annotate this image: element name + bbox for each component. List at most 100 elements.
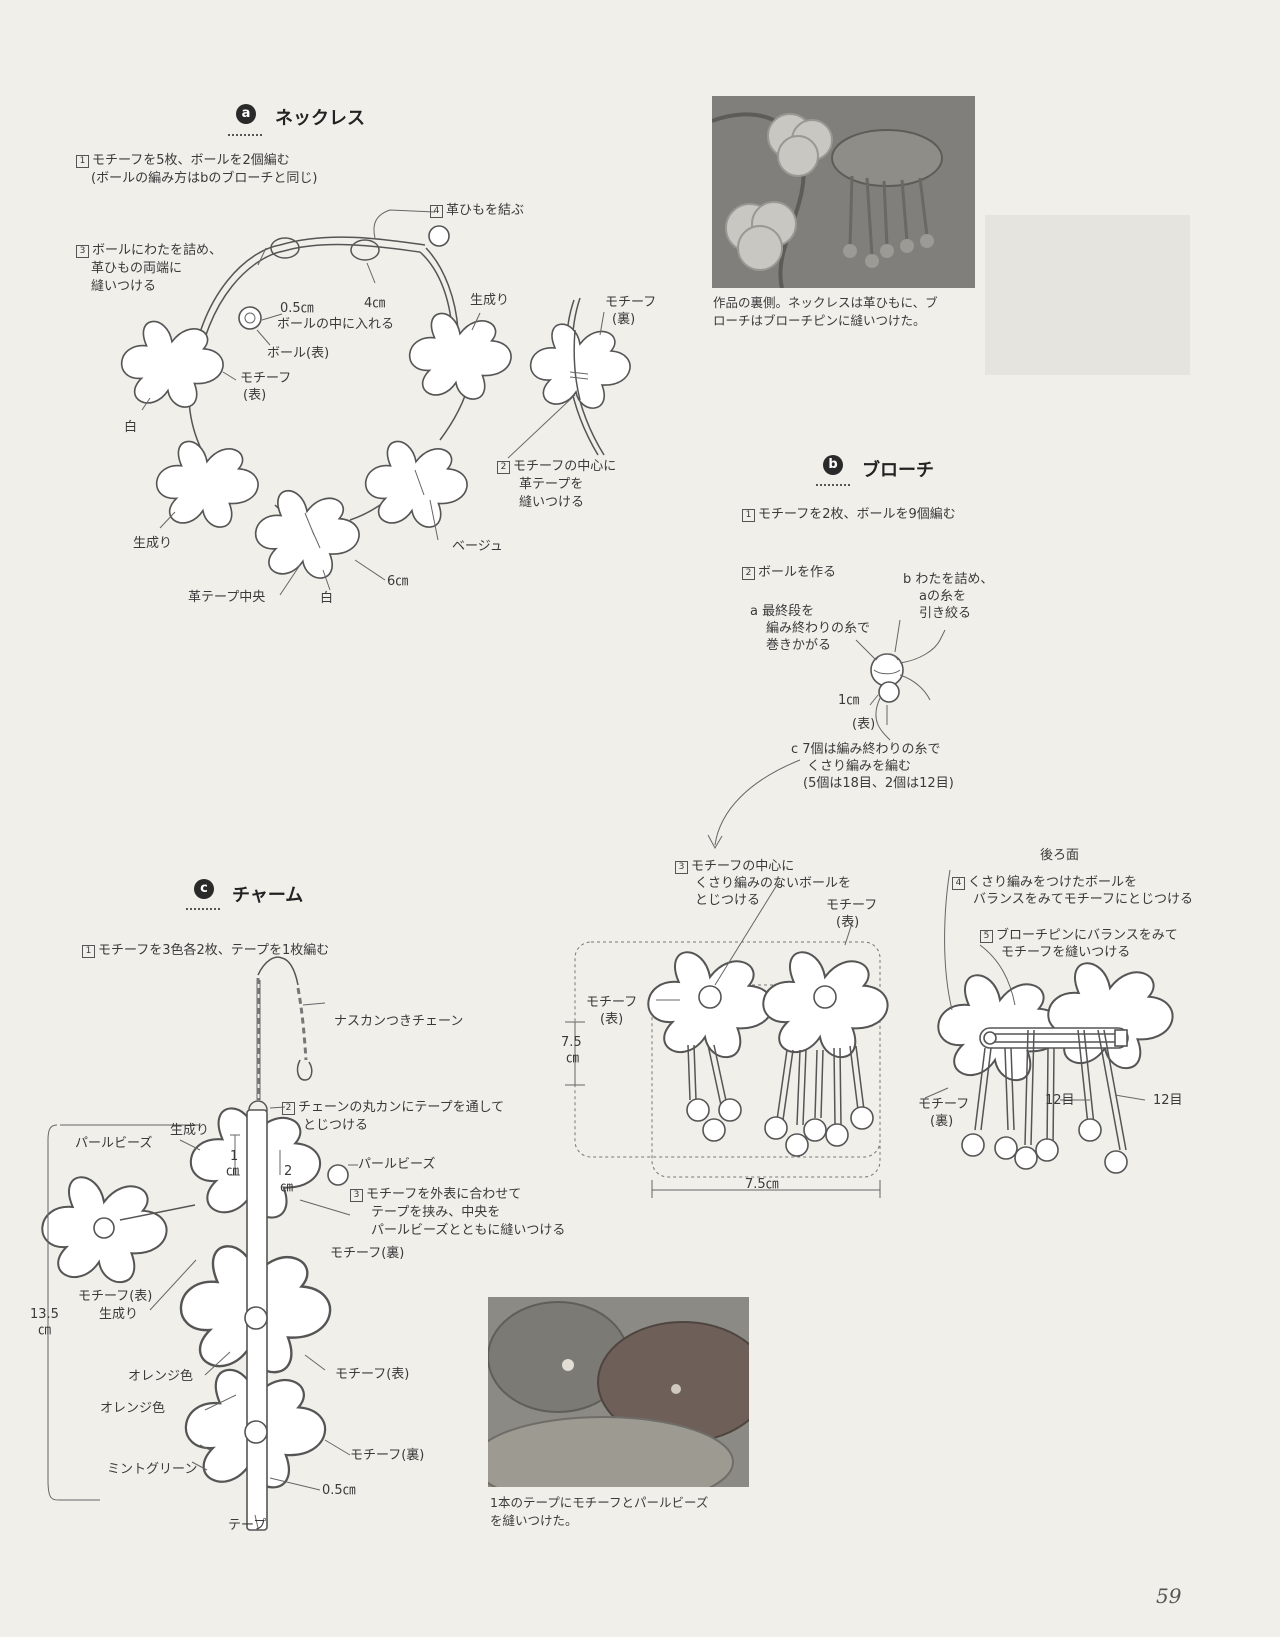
brooch-dim-75h: 7.5㎝ — [745, 1177, 779, 1192]
charm-badge: c — [194, 879, 214, 899]
necklace-step2-line2: 革テープを — [519, 477, 584, 492]
necklace-leather-center: 革テープ中央 — [188, 590, 266, 605]
brooch-note-a-1: a 最終段を — [750, 604, 815, 619]
necklace-ball-label: ボール(表) — [267, 346, 330, 361]
brooch-note-c-2: くさり編みを編む — [807, 759, 912, 774]
brooch-title-underline — [816, 484, 850, 486]
step-number: 4 — [952, 877, 965, 890]
step-number: 1 — [82, 945, 95, 958]
brooch-step5-line1: ブローチピンにバランスをみて — [996, 928, 1178, 943]
charm-dim-2-b: ㎝ — [280, 1180, 294, 1195]
step-number: 3 — [675, 861, 688, 874]
necklace-title-underline — [228, 134, 262, 136]
charm-step1-text: モチーフを3色各2枚、テープを1枚編む — [98, 943, 330, 958]
brooch-note-a-2: 編み終わりの糸で — [766, 621, 871, 636]
charm-tape: テープ — [228, 1518, 267, 1533]
charm-pearl-left: パールビーズ — [75, 1136, 153, 1151]
charm-step2-line1: チェーンの丸カンにテープを通して — [298, 1100, 505, 1115]
brooch-step3-line1: モチーフの中心に — [691, 859, 795, 874]
brooch-motif-left-1: モチーフ — [586, 995, 638, 1010]
charm-step3-line3: パールビーズとともに縫いつける — [371, 1223, 566, 1238]
step-number: 2 — [742, 567, 755, 580]
brooch-step4-line2: バランスをみてモチーフにとじつける — [973, 892, 1193, 907]
brooch-motif-back-1: モチーフ — [918, 1097, 970, 1112]
charm-orange-1: オレンジ色 — [128, 1369, 194, 1384]
brooch-front-diagram — [565, 941, 889, 1198]
brooch-dim-75v-1: 7.5 — [561, 1035, 582, 1050]
step-number: 3 — [76, 245, 89, 258]
charm-step3-line2: テープを挟み、中央を — [371, 1205, 501, 1220]
brooch-badge: b — [823, 455, 843, 475]
necklace-diagram — [120, 225, 512, 579]
charm-chain: ナスカンつきチェーン — [334, 1014, 464, 1029]
brooch-note-b-2: aの糸を — [919, 589, 966, 604]
photo1-caption-2: ローチはブローチピンに縫いつけた。 — [713, 313, 926, 328]
charm-motif-back-2: モチーフ(裏) — [350, 1448, 425, 1463]
necklace-badge: a — [236, 104, 256, 124]
brooch-note-a-3: 巻きかがる — [766, 638, 832, 653]
necklace-back-diagram — [529, 297, 631, 456]
necklace-step2-line3: 縫いつける — [519, 495, 585, 510]
necklace-title: ネックレス — [275, 108, 365, 129]
photo2-caption-2: を縫いつけた。 — [490, 1513, 578, 1528]
necklace-motif-back-2: (裏) — [612, 312, 636, 327]
brooch-step4-line1: くさり編みをつけたボールを — [968, 875, 1138, 890]
brooch-motif-left-2: (表) — [600, 1012, 624, 1027]
side-block — [985, 215, 1190, 375]
necklace-natural-right: 生成り — [470, 293, 510, 308]
brooch-step3-line2: くさり編みのないボールを — [695, 876, 852, 891]
necklace-natural-left: 生成り — [133, 536, 173, 551]
necklace-ball-note: ボールの中に入れる — [277, 317, 395, 332]
step-number: 2 — [282, 1102, 295, 1115]
brooch-dim-75v-2: ㎝ — [566, 1051, 580, 1066]
page-number: 59 — [1156, 1584, 1182, 1608]
necklace-dim-ball: 0.5㎝ — [280, 301, 314, 316]
brooch-front-label: (表) — [852, 717, 876, 732]
brooch-back-diagram — [937, 962, 1174, 1174]
brooch-step5-line2: モチーフを縫いつける — [1001, 945, 1131, 960]
charm-step2-line2: とじつける — [303, 1118, 369, 1133]
brooch-motif-right-1: モチーフ — [826, 898, 878, 913]
step-number: 4 — [430, 205, 443, 218]
step-number: 3 — [350, 1189, 363, 1202]
brooch-step3-line3: とじつける — [695, 893, 761, 908]
brooch-back-title: 後ろ面 — [1040, 848, 1080, 863]
leader-lines — [141, 209, 1146, 1529]
charm-diagram — [41, 956, 349, 1531]
necklace-step3-line1: ボールにわたを詰め、 — [92, 243, 223, 258]
charm-dim-135-b: ㎝ — [38, 1323, 52, 1338]
necklace-step3-line3: 縫いつける — [91, 279, 157, 294]
charm-orange-2: オレンジ色 — [100, 1401, 166, 1416]
photo1-caption-1: 作品の裏側。ネックレスは革ひもに、ブ — [713, 295, 938, 310]
photo2-caption-1: 1本のテープにモチーフとパールビーズ — [490, 1495, 709, 1510]
charm-title: チャーム — [232, 885, 304, 906]
necklace-step3-line2: 革ひもの両端に — [91, 261, 183, 276]
brooch-note-c-3: (5個は18目、2個は12目) — [803, 776, 954, 791]
charm-natural-left: 生成り — [99, 1307, 139, 1322]
charm-pearl-right: パールビーズ — [358, 1157, 436, 1172]
charm-title-underline — [186, 908, 220, 910]
charm-step3-line1: モチーフを外表に合わせて — [366, 1187, 522, 1202]
back-side-photo-image — [712, 96, 975, 288]
step-number: 1 — [76, 155, 89, 168]
charm-dim-05: 0.5㎝ — [322, 1483, 356, 1498]
necklace-beige: ベージュ — [452, 539, 503, 554]
necklace-white-bottom: 白 — [320, 591, 334, 606]
charm-photo — [488, 1297, 749, 1487]
necklace-motif-front-2: (表) — [243, 388, 267, 403]
brooch-step1-text: モチーフを2枚、ボールを9個編む — [758, 507, 956, 522]
charm-natural-top: 生成り — [170, 1123, 210, 1138]
necklace-dim-6: 6㎝ — [387, 574, 409, 589]
charm-motif-back-1: モチーフ(裏) — [330, 1246, 405, 1261]
necklace-white-left: 白 — [124, 420, 138, 435]
charm-photo-image — [488, 1297, 749, 1487]
